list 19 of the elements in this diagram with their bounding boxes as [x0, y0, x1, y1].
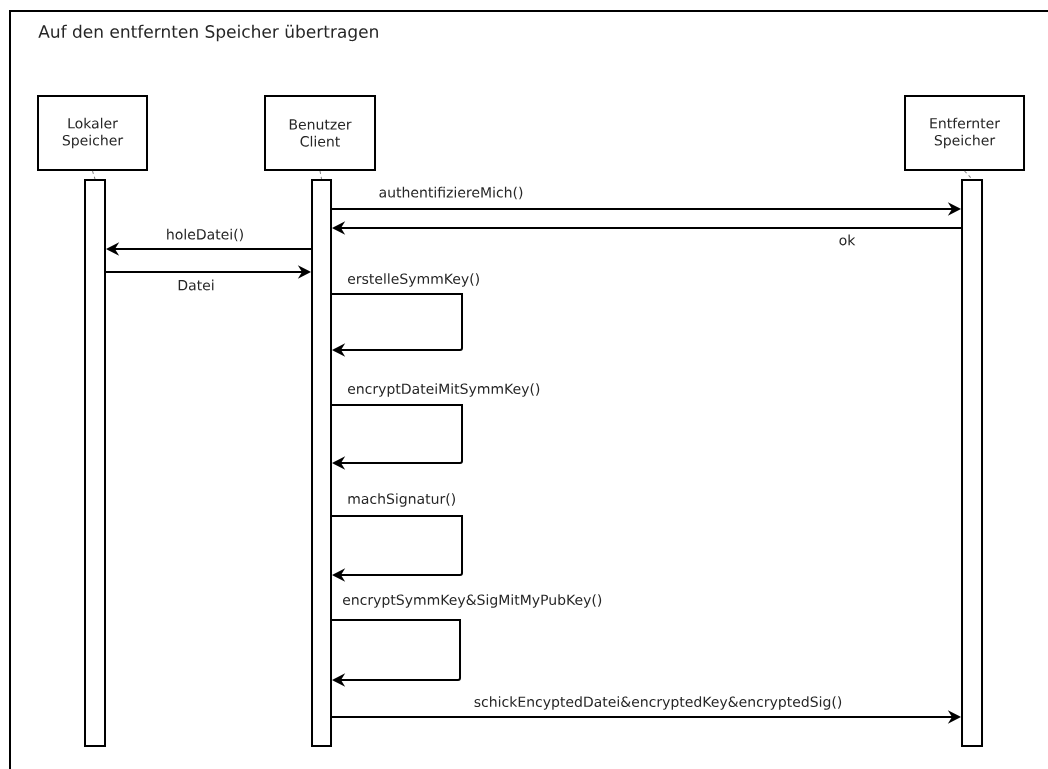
- message-label: erstelleSymmKey(): [346, 272, 482, 288]
- self-message-arrow: [331, 404, 463, 470]
- participant-box: Entfernter Speicher: [904, 95, 1025, 171]
- participant-box: Lokaler Speicher: [37, 95, 148, 171]
- message-label: encryptDateiMitSymmKey(): [346, 382, 542, 398]
- self-message-arrow: [331, 293, 463, 357]
- lifeline: [319, 170, 322, 180]
- activation-bar: [84, 179, 106, 747]
- activation-bar: [961, 179, 983, 747]
- message-label: machSignatur(): [346, 492, 458, 508]
- activation-bar: [311, 179, 332, 747]
- frame-title: Auf den entfernten Speicher übertragen: [38, 24, 378, 42]
- participant-box: Benutzer Client: [264, 95, 376, 171]
- lifeline: [92, 170, 96, 180]
- message-label: encryptSymmKey&SigMitMyPubKey(): [341, 593, 604, 609]
- lifeline: [964, 170, 973, 180]
- message-label: schickEncyptedDatei&encryptedKey&encryptedSig(): [472, 695, 844, 711]
- self-message-arrow: [331, 619, 461, 687]
- self-message-arrow: [331, 515, 463, 582]
